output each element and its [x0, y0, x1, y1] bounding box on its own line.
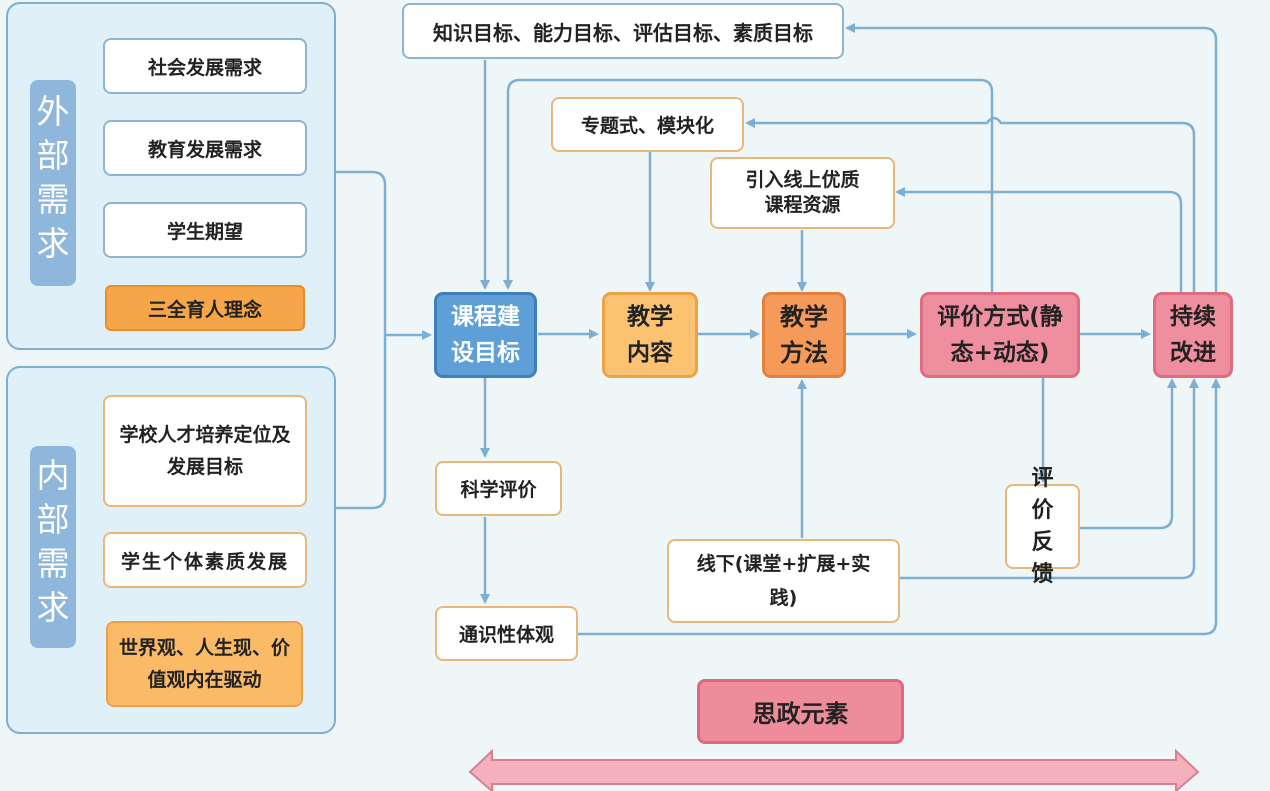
- continuous-improvement-node: 持续改进: [1153, 292, 1233, 378]
- internal-needs-label: 内部需求: [30, 446, 76, 648]
- line-internal-to-join: [335, 335, 387, 510]
- arrow-eval-loop-to-goal: [503, 78, 994, 292]
- arrow-improve-to-goals: [845, 23, 1218, 292]
- general-view-box: 通识性体观: [435, 606, 578, 661]
- offline-teaching-box: 线下(课堂+扩展+实践): [667, 539, 900, 623]
- arrow-external-to-goal: [335, 170, 432, 340]
- arrow-feedback-to-improve: [1080, 378, 1177, 530]
- teaching-content-node: 教学内容: [602, 292, 698, 378]
- worldview-inner-drive: 世界观、人生现、价值观内在驱动: [106, 621, 303, 707]
- online-resources-box: 引入线上优质课程资源: [710, 157, 895, 229]
- need-school-talent-positioning: 学校人才培养定位及发展目标: [103, 395, 307, 507]
- ideology-double-arrow: [468, 748, 1200, 791]
- need-education-development: 教育发展需求: [103, 120, 307, 176]
- arrow-improve-to-modular: [745, 116, 1196, 292]
- goals-box: 知识目标、能力目标、评估目标、素质目标: [402, 3, 844, 59]
- external-needs-label: 外部需求: [30, 80, 76, 286]
- evaluation-feedback-box: 评价反馈: [1005, 466, 1080, 587]
- course-goal-node: 课程建设目标: [434, 292, 537, 378]
- ideology-element-box: 思政元素: [697, 679, 904, 744]
- need-student-expectation: 学生期望: [103, 202, 307, 258]
- three-all-education-concept: 三全育人理念: [105, 285, 305, 331]
- need-student-quality-development: 学生个体素质发展: [103, 532, 307, 588]
- scientific-evaluation-box: 科学评价: [435, 461, 562, 516]
- evaluation-method-node: 评价方式(静态+动态): [920, 292, 1080, 378]
- need-social-development: 社会发展需求: [103, 38, 307, 94]
- teaching-method-node: 教学方法: [762, 292, 846, 378]
- arrow-general-to-improve: [578, 378, 1221, 636]
- arrow-improve-to-online: [895, 187, 1183, 292]
- arrow-offline-to-improve: [900, 378, 1199, 580]
- modular-box: 专题式、模块化: [551, 97, 744, 152]
